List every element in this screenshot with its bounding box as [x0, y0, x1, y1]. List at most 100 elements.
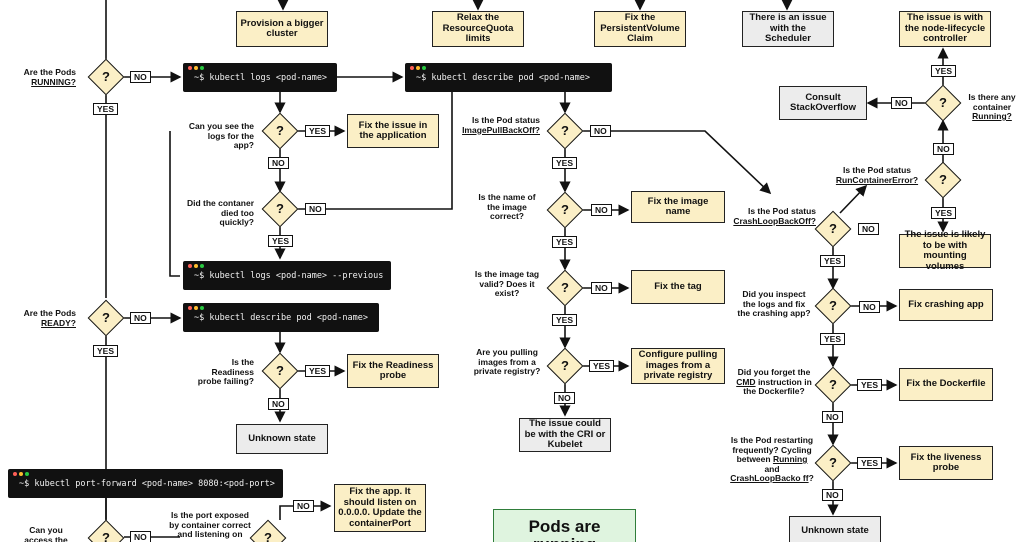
yes-tag: YES	[857, 379, 883, 391]
yes-tag: YES	[93, 345, 119, 357]
no-tag: NO	[858, 223, 879, 235]
node-lifecycle-box: The issue is with the node-lifecycle con…	[899, 11, 991, 47]
unknown-state-box-2: Unknown state	[789, 516, 881, 542]
no-tag: NO	[268, 157, 289, 169]
question-image-name: Is the name of the image correct?	[478, 192, 536, 221]
question-inspect-logs: Did you inspect the logs and fix the cra…	[737, 289, 811, 318]
window-dots	[410, 66, 426, 70]
decision-cmd-dockerfile: ?	[814, 366, 852, 404]
fix-tag-box: Fix the tag	[631, 270, 725, 304]
yes-tag: YES	[93, 103, 119, 115]
window-dots	[188, 264, 204, 268]
yes-tag: YES	[589, 360, 615, 372]
mounting-volumes-box: The issue is likely to be with mounting …	[899, 229, 991, 271]
decision-port-exposed: ?	[249, 519, 287, 542]
question-cmd-dockerfile: Did you forget the CMD instruction in th…	[736, 367, 812, 396]
fix-app-issue-box: Fix the issue in the application	[347, 114, 439, 148]
decision-imagepullbackoff: ?	[546, 112, 584, 150]
yes-tag: YES	[931, 207, 957, 219]
command-text: ~$ kubectl port-forward <pod-name> 8080:…	[19, 478, 275, 489]
decision-any-container-running: ?	[924, 84, 962, 122]
terminal-kubectl-logs: ~$ kubectl logs <pod-name>	[183, 63, 337, 92]
no-tag: NO	[591, 282, 612, 294]
no-tag: NO	[130, 71, 151, 83]
terminal-kubectl-logs-previous: ~$ kubectl logs <pod-name> --previous	[183, 261, 391, 290]
yes-tag: YES	[552, 157, 578, 169]
decision-can-access: ?	[87, 519, 125, 542]
no-tag: NO	[933, 143, 954, 155]
no-tag: NO	[591, 204, 612, 216]
no-tag: NO	[590, 125, 611, 137]
no-tag: NO	[130, 312, 151, 324]
fix-dockerfile-box: Fix the Dockerfile	[899, 368, 993, 401]
no-tag: NO	[554, 392, 575, 404]
yes-tag: YES	[305, 125, 331, 137]
window-dots	[13, 472, 29, 476]
fix-readiness-box: Fix the Readiness probe	[347, 354, 439, 388]
scheduler-issue-box: There is an issue with the Scheduler	[742, 11, 834, 47]
window-dots	[188, 66, 204, 70]
question-see-logs: Can you see the logs for the app?	[188, 121, 254, 150]
decision-readiness-failing: ?	[261, 352, 299, 390]
decision-runcontainererror: ?	[924, 161, 962, 199]
terminal-kubectl-port-forward: ~$ kubectl port-forward <pod-name> 8080:…	[8, 469, 283, 498]
decision-died-quickly: ?	[261, 190, 299, 228]
command-text: ~$ kubectl describe pod <pod-name>	[194, 312, 368, 323]
yes-tag: YES	[820, 255, 846, 267]
stackoverflow-box: Consult StackOverflow	[779, 86, 867, 120]
no-tag: NO	[822, 489, 843, 501]
window-dots	[188, 306, 204, 310]
configure-pulling-box: Configure pulling images from a private …	[631, 348, 725, 384]
yes-tag: YES	[268, 235, 294, 247]
decision-image-name: ?	[546, 191, 584, 229]
fix-app-listen-box: Fix the app. It should listen on 0.0.0.0…	[334, 484, 426, 532]
yes-tag: YES	[305, 365, 331, 377]
yes-tag: YES	[931, 65, 957, 77]
no-tag: NO	[822, 411, 843, 423]
yes-tag: YES	[820, 333, 846, 345]
fix-image-name-box: Fix the image name	[631, 191, 725, 223]
question-can-access: Can you access the	[24, 525, 68, 542]
question-died-quickly: Did the contaner died too quickly?	[186, 198, 254, 227]
fix-pvc-box: Fix the PersistentVolume Claim	[594, 11, 686, 47]
decision-crashloopbackoff: ?	[814, 210, 852, 248]
no-tag: NO	[268, 398, 289, 410]
terminal-kubectl-describe-top: ~$ kubectl describe pod <pod-name>	[405, 63, 612, 92]
yes-tag: YES	[552, 236, 578, 248]
question-restarting: Is the Pod restarting frequently? Cyclin…	[730, 435, 814, 483]
no-tag: NO	[891, 97, 912, 109]
no-tag: NO	[305, 203, 326, 215]
decision-pods-running: ?	[87, 58, 125, 96]
decision-pods-ready: ?	[87, 299, 125, 337]
decision-private-registry: ?	[546, 347, 584, 385]
fix-crashing-app-box: Fix crashing app	[899, 289, 993, 321]
question-port-exposed: Is the port exposed by container correct…	[169, 510, 251, 539]
relax-resourcequota-box: Relax the ResourceQuota limits	[432, 11, 524, 47]
no-tag: NO	[130, 531, 151, 542]
unknown-state-box-1: Unknown state	[236, 424, 328, 454]
cri-kubelet-box: The issue could be with the CRI or Kubel…	[519, 418, 611, 452]
decision-restarting: ?	[814, 444, 852, 482]
command-text: ~$ kubectl logs <pod-name> --previous	[194, 270, 384, 281]
question-private-registry: Are you pulling images from a private re…	[473, 347, 541, 376]
provision-bigger-cluster-box: Provision a bigger cluster	[236, 11, 328, 47]
command-text: ~$ kubectl logs <pod-name>	[194, 72, 328, 83]
question-readiness-failing: Is the Readiness probe failing?	[197, 357, 254, 386]
no-tag: NO	[293, 500, 314, 512]
terminal-kubectl-describe-ready: ~$ kubectl describe pod <pod-name>	[183, 303, 379, 332]
decision-see-logs: ?	[261, 112, 299, 150]
question-image-tag: Is the image tag valid? Does it exist?	[474, 269, 540, 298]
yes-tag: YES	[857, 457, 883, 469]
decision-image-tag: ?	[546, 269, 584, 307]
no-tag: NO	[859, 301, 880, 313]
command-text: ~$ kubectl describe pod <pod-name>	[416, 72, 590, 83]
yes-tag: YES	[552, 314, 578, 326]
